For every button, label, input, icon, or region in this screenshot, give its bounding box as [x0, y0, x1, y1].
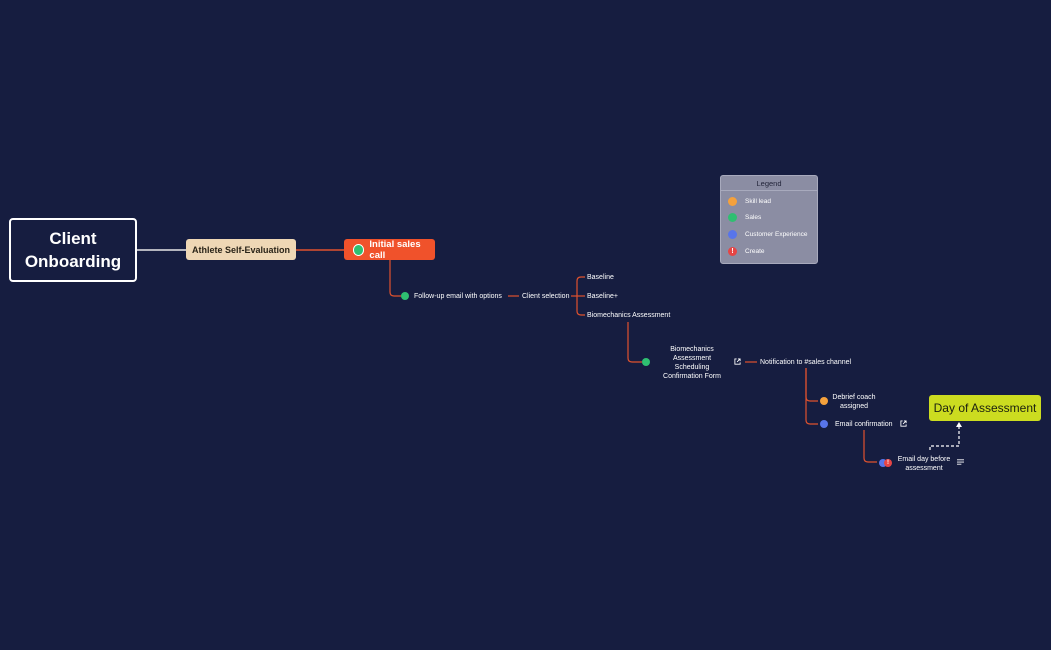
legend-title: Legend	[721, 176, 817, 191]
topic-label: Day of Assessment	[933, 401, 1037, 415]
legend-panel[interactable]: Legend Skill lead Sales Customer Experie…	[720, 175, 818, 264]
sales-marker-icon	[401, 292, 409, 300]
skill-lead-marker-icon	[728, 196, 737, 206]
link-baseline	[576, 276, 585, 296]
topic-client-selection[interactable]: Client selection	[522, 293, 570, 300]
link-sales-call-follow-up	[389, 260, 401, 297]
legend-item-label: Customer Experience	[745, 230, 808, 238]
legend-item-create: ! Create	[721, 243, 817, 260]
topic-email-day-before[interactable]: Email day before assessment	[897, 456, 951, 472]
legend-item-sales: Sales	[721, 210, 817, 227]
link-biomechanics-form	[627, 322, 642, 363]
root-line-1: Client	[49, 229, 97, 248]
legend-item-label: Skill lead	[745, 197, 772, 205]
legend-item-customer-experience: Customer Experience	[721, 226, 817, 243]
customer-experience-marker-icon	[879, 459, 887, 467]
topic-baseline-plus[interactable]: Baseline+	[587, 293, 618, 300]
topic-day-of-assessment[interactable]: Day of Assessment	[929, 395, 1041, 421]
create-marker-icon: !	[884, 459, 892, 467]
topic-email-confirmation[interactable]: Email confirmation	[835, 421, 893, 428]
sales-marker-icon	[728, 213, 737, 223]
link-biomechanics	[576, 296, 585, 316]
topic-athlete-self-evaluation[interactable]: Athlete Self-Evaluation	[186, 239, 296, 260]
link-dashed-day-of-assessment	[929, 426, 960, 450]
link-notification-debrief	[805, 368, 818, 402]
topic-label: Initial sales call	[369, 238, 421, 261]
root-line-2: Onboarding	[24, 252, 122, 271]
link-email-confirm-day-before	[863, 430, 877, 463]
topic-notification-sales-channel[interactable]: Notification to #sales channel	[760, 359, 852, 366]
sales-marker-icon	[353, 243, 365, 256]
topic-scheduling-confirmation-form[interactable]: Biomechanics Assessment Scheduling Confi…	[663, 346, 721, 380]
external-link-icon[interactable]	[900, 420, 907, 427]
external-link-icon[interactable]	[734, 358, 741, 365]
link-notification-email-confirm	[805, 368, 818, 425]
topic-label: Athlete Self-Evaluation	[191, 244, 290, 255]
topic-initial-sales-call[interactable]: Initial sales call	[344, 238, 435, 261]
skill-lead-marker-icon	[820, 397, 828, 405]
topic-follow-up-email[interactable]: Follow-up email with options	[414, 293, 502, 300]
customer-experience-marker-icon	[728, 229, 737, 239]
create-marker-icon: !	[728, 246, 737, 256]
topic-debrief-coach-assigned[interactable]: Debrief coach assigned	[832, 394, 876, 410]
legend-item-label: Sales	[745, 214, 762, 222]
legend-item-label: Create	[745, 247, 765, 255]
arrow-head	[956, 422, 962, 427]
topic-baseline[interactable]: Baseline	[587, 274, 614, 281]
topic-biomechanics-assessment[interactable]: Biomechanics Assessment	[587, 312, 671, 319]
notes-icon[interactable]	[957, 459, 964, 465]
sales-marker-icon	[642, 358, 650, 366]
customer-experience-marker-icon	[820, 420, 828, 428]
legend-item-skill-lead: Skill lead	[721, 193, 817, 210]
